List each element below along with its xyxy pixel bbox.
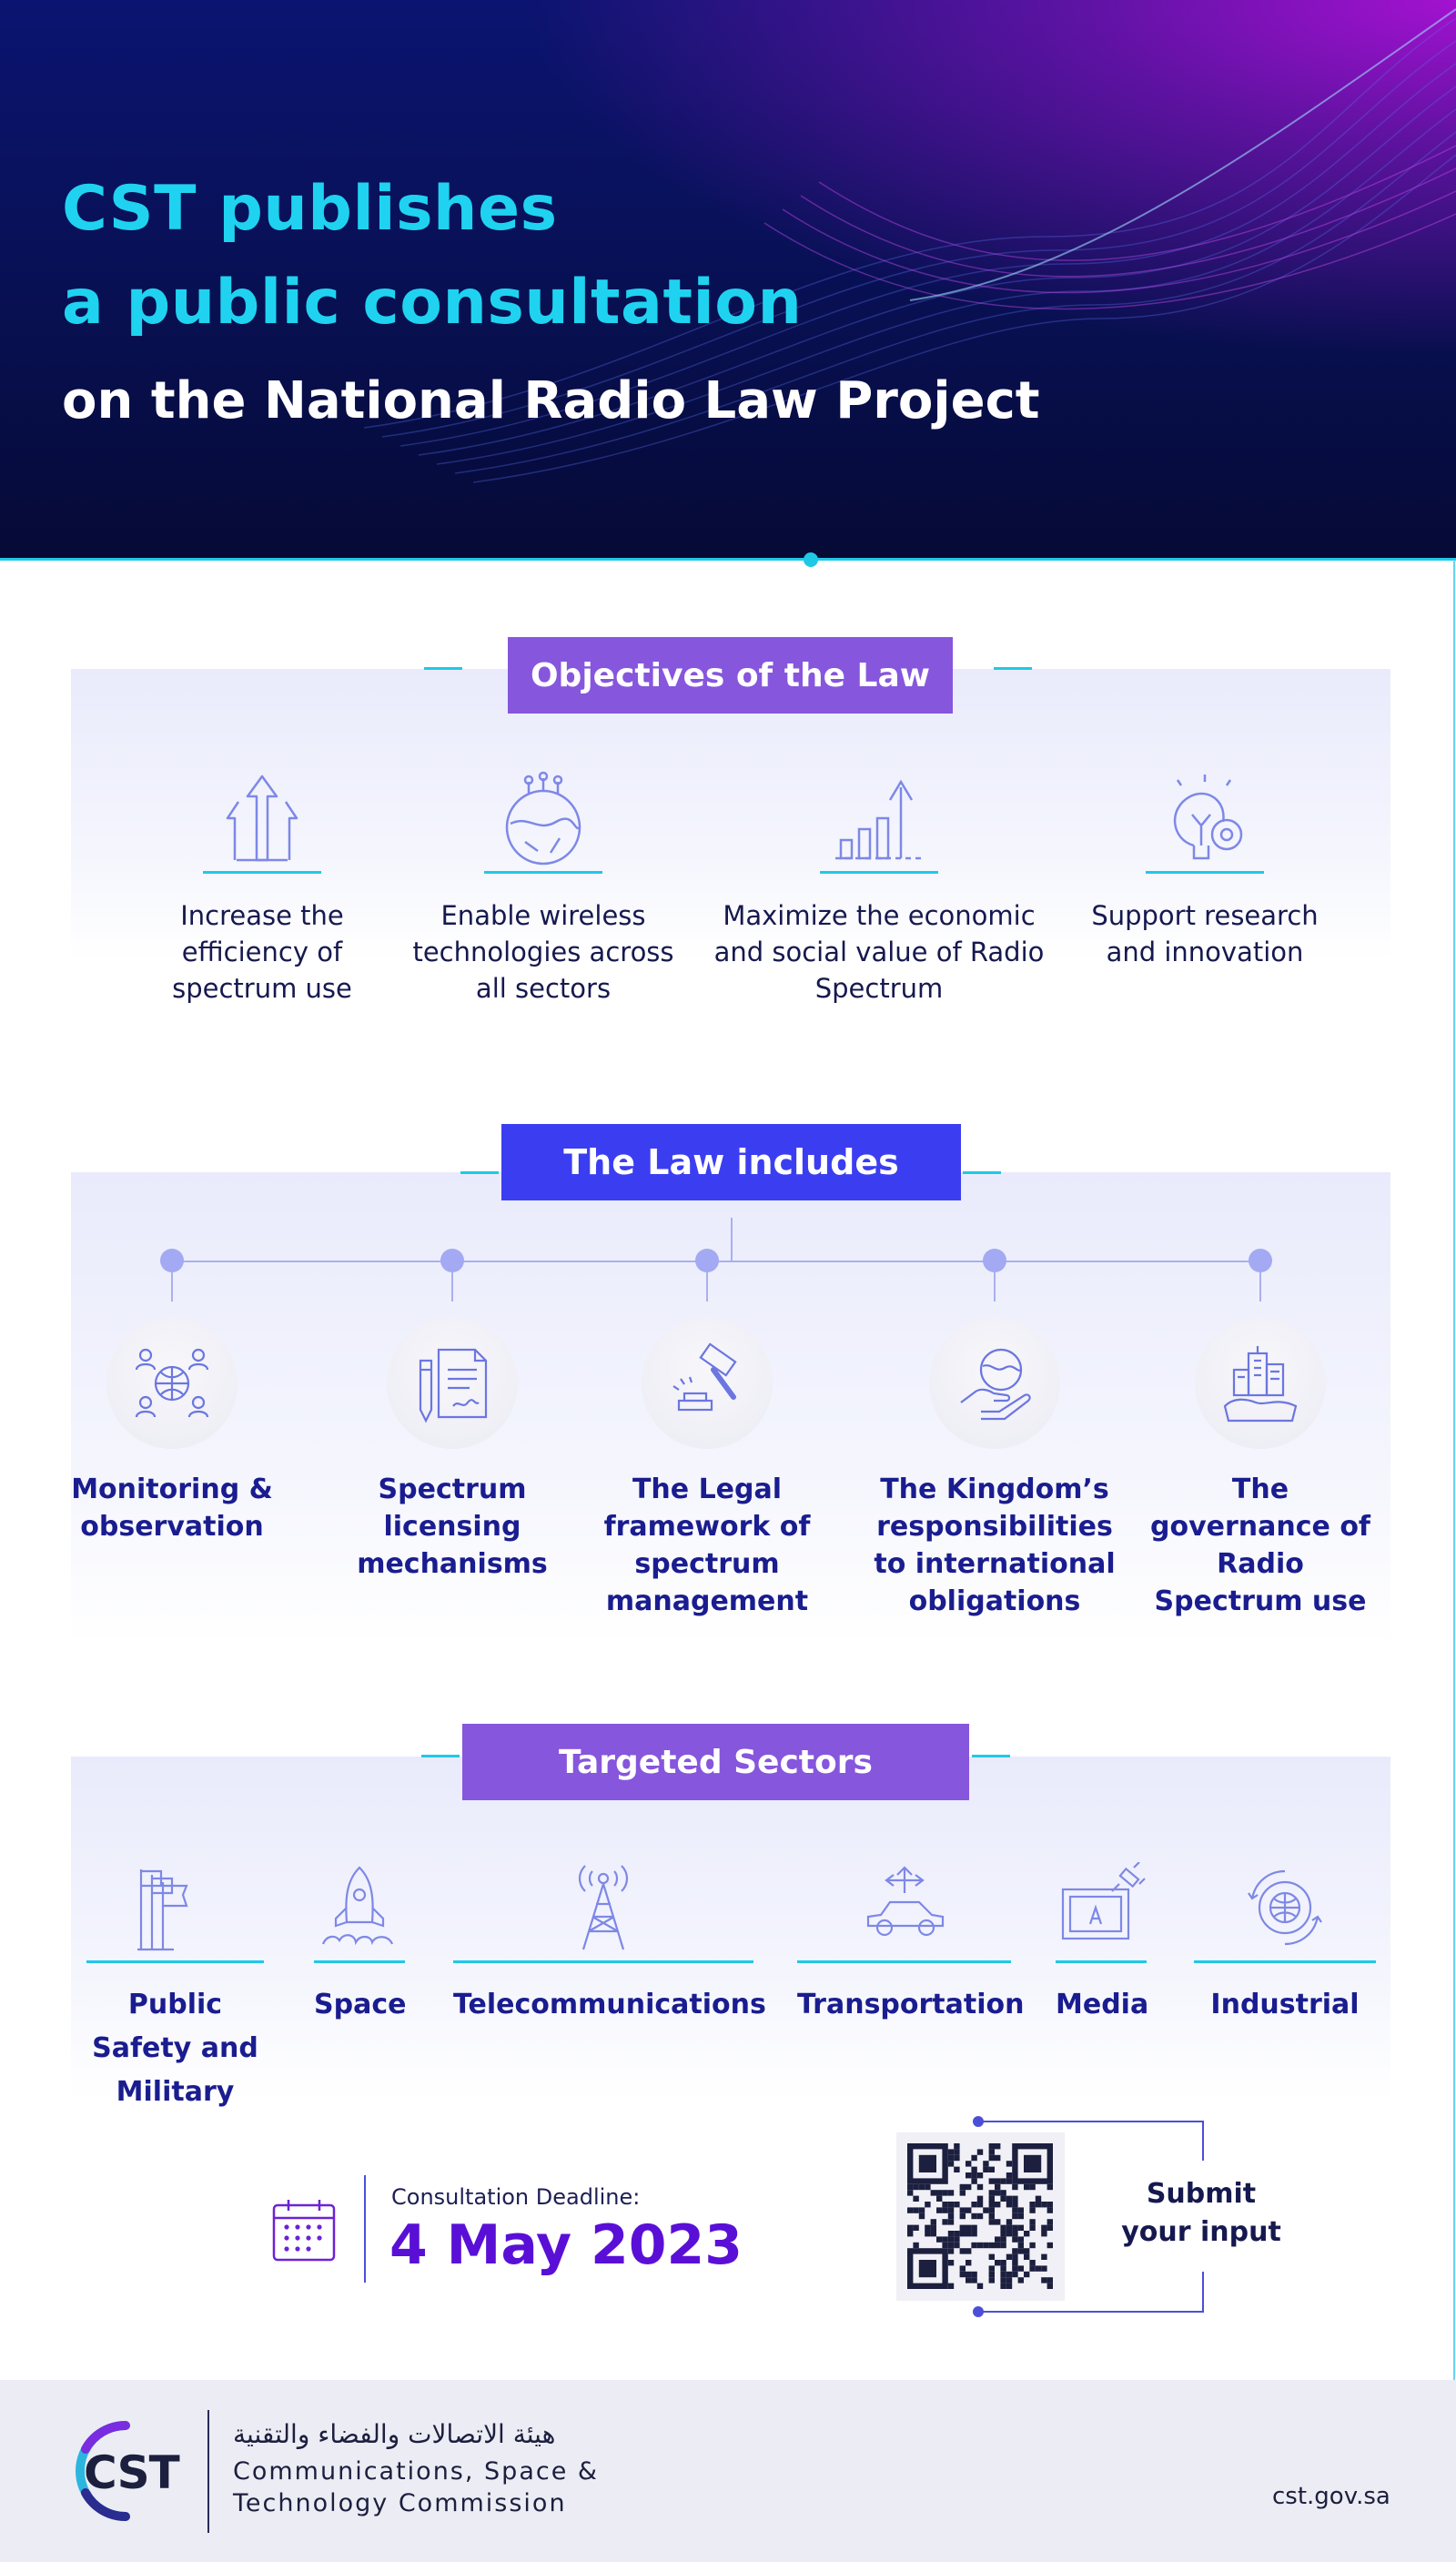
flags-icon — [136, 1869, 188, 1951]
law-text: Monitoring & observation — [71, 1473, 273, 1543]
objective-text: Maximize the economic and social value o… — [713, 900, 1045, 1004]
qr-code[interactable] — [896, 2132, 1065, 2301]
hero-title-line-1: CST publishes — [62, 173, 558, 245]
sector-item: Space — [314, 1857, 407, 2027]
sectors-panel — [71, 1757, 1390, 2102]
objective-text: Enable wireless technologies across all … — [412, 900, 674, 1004]
title-dash — [424, 667, 462, 670]
wave-lines-decoration — [363, 8, 1456, 483]
idea-gear-icon — [1174, 775, 1243, 860]
qr-code-pattern — [907, 2143, 1053, 2289]
footer-english-name-1: Communications, Space & — [233, 2457, 599, 2486]
timeline-dot — [160, 1249, 184, 1272]
law-item: The Legal framework of spectrum manageme… — [589, 1249, 825, 1620]
objective-text: Support research and innovation — [1091, 900, 1319, 967]
deadline-label: Consultation Deadline: — [391, 2184, 641, 2210]
timeline-dot — [695, 1249, 719, 1272]
law-item: Monitoring & observation — [54, 1249, 290, 1545]
law-item: Spectrum licensing mechanisms — [334, 1249, 571, 1583]
footer-arabic-name: هيئة الاتصالات والفضاء والتقنية — [233, 2419, 556, 2449]
law-text: The governance of Radio Spectrum use — [1150, 1473, 1370, 1617]
qr-frame-dot — [973, 2116, 984, 2127]
title-dash — [460, 1171, 499, 1174]
rocket-icon — [321, 1866, 394, 1946]
law-title: The Law includes — [501, 1124, 961, 1200]
title-dash — [994, 667, 1032, 670]
deadline-divider — [364, 2175, 366, 2283]
title-dash — [963, 1171, 1001, 1174]
objectives-panel — [71, 669, 1390, 960]
objective-item: Enable wireless technologies across all … — [407, 769, 680, 1007]
satellite-screen-icon — [1061, 1862, 1146, 1940]
gavel-icon — [672, 1342, 737, 1412]
qr-frame-line — [1202, 2121, 1204, 2161]
sector-text: Telecommunications — [453, 1989, 766, 2020]
qr-frame-line — [1202, 2272, 1204, 2312]
circuit-globe-icon — [505, 771, 581, 866]
sector-text: Space — [314, 1989, 407, 2020]
sector-text: Media — [1056, 1989, 1149, 2020]
people-globe-icon — [135, 1348, 209, 1418]
growth-chart-icon — [835, 779, 923, 860]
industrial-gear-icon — [1248, 1869, 1322, 1946]
document-pen-icon — [419, 1348, 488, 1423]
title-dash — [421, 1755, 460, 1757]
objectives-title: Objectives of the Law — [508, 637, 953, 714]
sector-text: Industrial — [1210, 1989, 1360, 2020]
calendar-icon — [272, 2200, 336, 2262]
deadline-date: 4 May 2023 — [389, 2213, 743, 2277]
sector-text: Transportation — [797, 1989, 1025, 2020]
law-text: The Legal framework of spectrum manageme… — [603, 1473, 811, 1617]
logo-divider — [207, 2410, 209, 2533]
submit-input-text: Submit your input — [1121, 2178, 1281, 2248]
hero-banner: CST publishes a public consultation on t… — [0, 0, 1456, 560]
timeline-dot — [1249, 1249, 1272, 1272]
footer-url[interactable]: cst.gov.sa — [1272, 2483, 1390, 2510]
sector-text: Public Safety and Military — [92, 1989, 258, 2108]
law-item: The Kingdom’s responsibilities to intern… — [872, 1249, 1117, 1620]
hero-title-line-3: on the National Radio Law Project — [62, 371, 1040, 430]
sector-item: Transportation — [797, 1857, 1025, 2027]
law-text: The Kingdom’s responsibilities to intern… — [874, 1473, 1116, 1617]
objective-item: Support research and innovation — [1068, 769, 1341, 970]
city-icon — [1223, 1346, 1298, 1423]
qr-frame-dot — [973, 2306, 984, 2317]
antenna-tower-icon — [578, 1865, 629, 1950]
qr-frame-line — [978, 2121, 1204, 2122]
footer — [0, 2380, 1456, 2562]
sector-item: Telecommunications — [453, 1857, 766, 2027]
objective-text: Increase the efficiency of spectrum use — [172, 900, 352, 1004]
right-edge-line — [1453, 560, 1455, 2380]
objective-item: Maximize the economic and social value o… — [697, 769, 1061, 1007]
sectors-title: Targeted Sectors — [462, 1724, 969, 1800]
hero-title-line-2: a public consultation — [62, 267, 803, 339]
hero-divider — [0, 558, 1456, 561]
title-dash — [972, 1755, 1010, 1757]
qr-frame-line — [978, 2311, 1204, 2313]
footer-english-name-2: Technology Commission — [233, 2489, 567, 2517]
cst-logo: CST — [84, 2446, 180, 2499]
hand-globe-icon — [960, 1348, 1031, 1421]
hero-divider-dot — [804, 552, 818, 567]
law-item: The governance of Radio Spectrum use — [1142, 1249, 1379, 1620]
sector-item: Industrial — [1194, 1857, 1376, 2027]
timeline-dot — [440, 1249, 464, 1272]
sector-item: Media — [1056, 1857, 1149, 2027]
timeline-dot — [983, 1249, 1006, 1272]
car-icon — [866, 1866, 944, 1937]
objective-item: Increase the efficiency of spectrum use — [126, 769, 399, 1007]
sector-item: Public Safety and Military — [86, 1857, 264, 2114]
cst-logo-ring — [76, 2420, 130, 2522]
law-text: Spectrum licensing mechanisms — [357, 1473, 548, 1580]
timeline-tick — [731, 1218, 733, 1261]
arrows-up-icon — [226, 775, 298, 862]
